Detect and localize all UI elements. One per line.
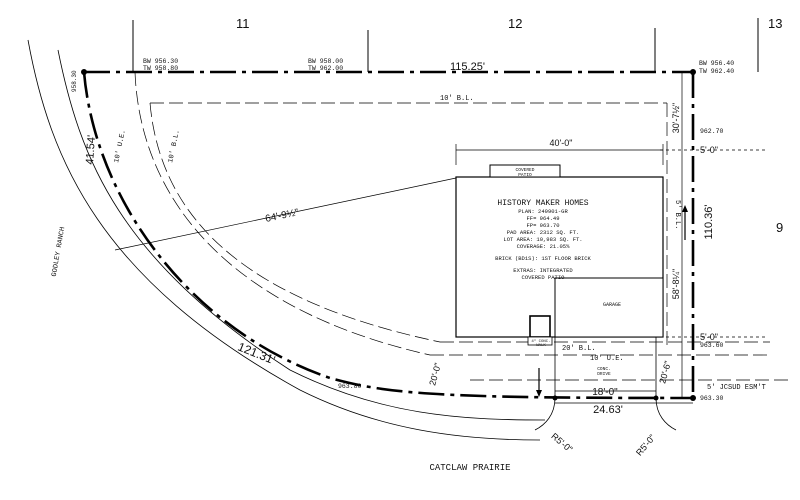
front-building-line-label: 20' B.L. <box>562 345 596 353</box>
radius-left-label: R5'-0" <box>549 431 574 454</box>
rear-building-line-label: 10' B.L. <box>440 95 474 103</box>
house-extras: EXTRAS: INTEGRATED <box>513 267 573 274</box>
house-extras: COVERED PATIO <box>522 274 566 281</box>
drive-label: CONC. <box>597 366 611 372</box>
house-width-label: 40'-0" <box>550 138 573 148</box>
elevation-963-30: 963.30 <box>700 395 724 402</box>
elevation-corner-left: 958.30 <box>71 70 78 92</box>
lot-number-11: 11 <box>236 16 250 31</box>
corner-marker <box>690 395 696 401</box>
house-pad-area: PAD AREA: 2312 SQ. FT. <box>507 229 580 236</box>
drive-width-label: 18'-0" <box>592 387 618 398</box>
house-brick: BRICK (BD1S): 1ST FLOOR BRICK <box>495 255 591 262</box>
drive-label: DRIVE <box>597 371 611 377</box>
lot-number-13: 13 <box>768 16 782 31</box>
radius-right-label: R5'-0" <box>634 433 657 458</box>
covered-patio <box>489 164 561 178</box>
garage <box>554 277 664 338</box>
curve-upper-label: 41.54' <box>84 135 98 165</box>
front-easement-label: 10' U.E. <box>590 355 624 363</box>
lot-number-12: 12 <box>508 16 522 31</box>
street-name-south: CATCLAW PRAIRIE <box>429 463 510 473</box>
top-length-label: 115.25' <box>450 61 485 73</box>
property-line-curve <box>82 71 694 400</box>
elevation-tw-mid: TW 962.00 <box>308 65 343 72</box>
side-easement-label: 10' U.E. <box>113 129 128 164</box>
drive-flare-right <box>655 397 677 431</box>
front-length-label: 24.63' <box>593 404 623 416</box>
elevation-962-70: 962.70 <box>700 128 724 135</box>
elevation-tw-right: TW 962.40 <box>699 68 734 75</box>
walk-label: WALK <box>536 344 546 348</box>
corner-marker <box>81 69 87 75</box>
house-fp: FP= 963.70 <box>526 222 559 229</box>
covered-patio-label: PATIO <box>518 172 532 178</box>
side-5-top-label: 5'-0" <box>700 145 718 155</box>
right-building-line-label: 5' B.L. <box>673 200 681 229</box>
side-5-bottom-label: 5'-0" <box>700 332 718 342</box>
elevation-bw-right: BW 956.40 <box>699 60 734 67</box>
street-curve-outer <box>27 39 541 441</box>
elevation-tw-left: TW 958.80 <box>143 65 178 72</box>
covered-patio-label: COVERED <box>516 167 535 173</box>
side-building-label: 10' B.L. <box>167 129 182 164</box>
house-coverage: COVERAGE: 21.05% <box>517 243 571 250</box>
jcsud-easement-label: 5' JCSUD ESM'T <box>707 384 766 392</box>
builder-name: HISTORY MAKER HOMES <box>497 199 588 208</box>
direction-arrow-head <box>682 205 688 212</box>
garage-label: GARAGE <box>603 302 621 308</box>
corner-marker <box>690 69 696 75</box>
front-20-right-label: 20'-6" <box>657 360 673 385</box>
front-20-left-label: 20'-0" <box>427 362 443 387</box>
drive-flare-left <box>534 397 556 431</box>
house-ff: FF= 964.49 <box>526 215 559 222</box>
house-lot-area: LOT AREA: 10,983 SQ. FT. <box>503 236 582 243</box>
rear-setback-label: 30'-7½" <box>671 103 681 133</box>
front-entry <box>529 315 551 338</box>
right-length-label: 110.36' <box>703 205 715 240</box>
house-plan: PLAN: 249901-GR <box>518 208 568 215</box>
lot-number-9: 9 <box>776 220 783 235</box>
direction-arrow-head <box>536 390 542 397</box>
diag-offset-label: 64'-9½" <box>264 207 300 225</box>
elevation-963-60: 963.60 <box>700 342 724 349</box>
walk-label: 4" CONC. <box>531 339 550 344</box>
elevation-bw-mid: BW 958.00 <box>308 58 343 65</box>
dim-diagonal <box>114 177 457 251</box>
walk <box>527 336 553 346</box>
side-easement-curve <box>134 71 431 356</box>
street-name-west: GODLEY RANCH <box>51 226 68 277</box>
side-building-curve <box>149 102 441 343</box>
elevation-963-80: 963.80 <box>338 383 362 390</box>
curve-lower-label: 121.31' <box>236 339 277 367</box>
street-curve-inner <box>57 49 546 421</box>
side-58-label: 58'-8¼" <box>671 269 681 299</box>
elevation-bw-left: BW 956.30 <box>143 58 178 65</box>
